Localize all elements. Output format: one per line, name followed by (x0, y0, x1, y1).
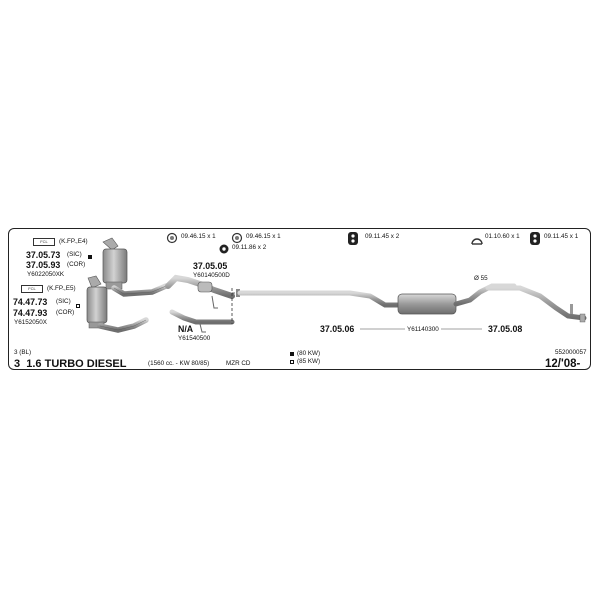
na-pipe-code: N/A (178, 324, 194, 334)
power-80kw-legend-marker (290, 352, 294, 356)
particulate-filter-e4 (102, 237, 169, 297)
hardware-qty: x 2 (390, 233, 400, 240)
na-pipe-oem: Y61540500 (178, 335, 211, 342)
document-number: 552000057 (555, 349, 587, 356)
particulate-filter-e5 (86, 275, 149, 333)
hardware-qty: x 1 (207, 233, 216, 240)
hardware-code: 09.46.15 (246, 233, 271, 240)
gasket-ring-icon (166, 232, 178, 244)
body-type: 3 (BL) (14, 349, 32, 356)
pipe-diameter-label: Ø 55 (474, 275, 488, 282)
clamp-icon (471, 238, 483, 245)
hardware-qty: x 1 (272, 233, 281, 240)
filter-code: 37.05.93 (26, 260, 61, 270)
filter-code: 37.05.73 (26, 250, 61, 260)
filter-code-label: (SIC) (67, 251, 82, 258)
rubber-hanger-icon (219, 244, 229, 254)
hardware-qty: x 1 (511, 233, 520, 240)
filter-oem-number: Y6022050XK (27, 271, 65, 278)
vehicle-title: 3 1.6 TURBO DIESEL (14, 359, 127, 370)
rear-oem-number: Y61140300 (405, 326, 441, 334)
front-pipe (165, 274, 235, 309)
rubber-hanger-icon (530, 232, 540, 245)
hardware-code: 09.11.45 (365, 233, 390, 240)
power-80kw-marker (88, 255, 92, 259)
rear-left-code: 37.05.06 (320, 324, 355, 334)
power-85kw-legend-marker (290, 360, 294, 364)
front-pipe-code: 37.05.05 (193, 261, 228, 271)
engine-spec: (1560 cc. - KW 80/85) (148, 360, 210, 367)
tail-pipe (485, 285, 587, 323)
hardware-label-1: 09.46.15 x 1 (181, 233, 216, 240)
filter-code: 74.47.73 (13, 297, 48, 307)
hardware-code: 09.11.86 (232, 244, 257, 251)
na-pipe (169, 309, 235, 333)
hardware-code: 01.10.60 (485, 233, 510, 240)
power-option-80: (80 KW) (297, 350, 321, 357)
gasket-ring-icon (231, 232, 243, 244)
rear-right-code: 37.05.08 (488, 324, 523, 334)
hardware-code: 09.11.45 (544, 233, 569, 240)
vehicle-prefix: 3 (14, 358, 21, 370)
filter-code-label: (SIC) (56, 298, 71, 305)
fcl-box: FCL (33, 238, 55, 246)
filter-code: 74.47.93 (13, 308, 48, 318)
hardware-qty: x 2 (257, 244, 267, 251)
filter-spec: (K.FP.,E4) (59, 238, 88, 245)
fcl-box: FCL (21, 285, 43, 293)
front-pipe-oem: Y60140500D (193, 272, 230, 279)
hardware-label-4: 09.11.45 x 2 (365, 233, 400, 240)
engine-name: 1.6 TURBO DIESEL (26, 358, 127, 370)
filter-code-label: (COR) (56, 309, 75, 316)
hardware-code: 09.46.15 (181, 233, 206, 240)
rubber-hanger-icon (348, 232, 358, 245)
production-date: 12/'08- (545, 358, 581, 370)
hardware-qty: x 1 (569, 233, 579, 240)
hardware-label-5: 01.10.60 x 1 (485, 233, 520, 240)
hardware-label-6: 09.11.45 x 1 (544, 233, 579, 240)
hardware-label-2: 09.46.15 x 1 (246, 233, 281, 240)
power-option-85: (85 KW) (297, 358, 321, 365)
filter-code-label: (COR) (67, 261, 86, 268)
filter-oem-number: Y6152050X (14, 319, 47, 326)
engine-variant: MZR CD (226, 360, 251, 367)
hardware-label-3: 09.11.86 x 2 (232, 244, 267, 251)
middle-pipe (236, 289, 403, 308)
power-85kw-marker (76, 304, 80, 308)
filter-spec: (K.FP.,E5) (47, 285, 76, 292)
